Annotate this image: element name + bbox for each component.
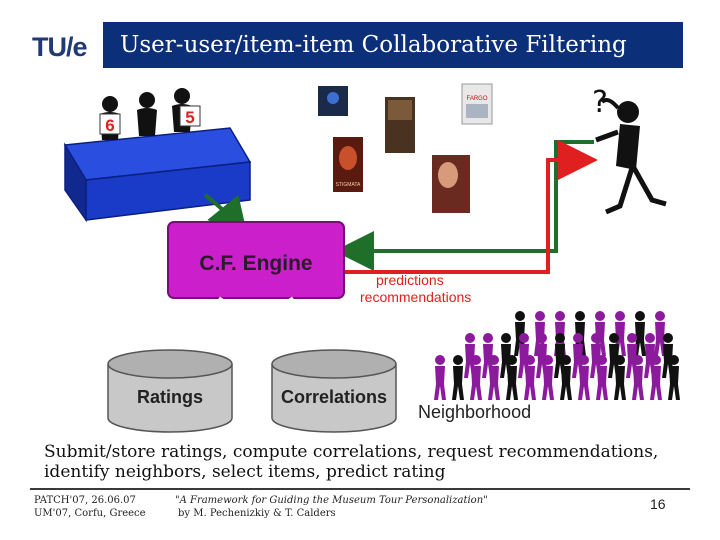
- neighborhood-label: Neighborhood: [418, 402, 531, 422]
- users-table-group: 6 5: [63, 88, 252, 223]
- rating-card: [179, 105, 201, 127]
- title-bar: [103, 22, 683, 68]
- neighborhood-crowd: [434, 311, 680, 400]
- neighbor-figure: [632, 355, 644, 400]
- tue-logo: TU/e: [32, 30, 98, 64]
- correlations-db-label: Correlations: [281, 387, 387, 407]
- ratings-database: Ratings: [107, 349, 233, 433]
- rating-value: 5: [185, 108, 194, 127]
- footer-paper-title: "A Framework for Guiding the Museum Tour…: [175, 495, 488, 506]
- neighbor-figure: [650, 355, 662, 400]
- neighbor-figure: [668, 355, 680, 400]
- footer-venue: PATCH'07, 26.06.07 UM'07, Corfu, Greece: [34, 494, 146, 520]
- cf-engine-box: [167, 221, 345, 299]
- neighbor-figure: [654, 311, 666, 356]
- neighbor-figure: [506, 355, 518, 400]
- logo-text: TU/e: [32, 32, 88, 62]
- neighbor-figure: [524, 355, 536, 400]
- question-mark: ?: [592, 85, 608, 120]
- neighbor-figure: [470, 355, 482, 400]
- rating-card: [99, 113, 121, 135]
- slide-caption: Submit/store ratings, compute correlatio…: [44, 442, 694, 482]
- caption-line: Submit/store ratings, compute correlatio…: [44, 442, 659, 462]
- engine-ratings-link: [187, 296, 225, 350]
- cf-engine-label: C.F. Engine: [199, 252, 312, 275]
- ratings-db-label: Ratings: [137, 387, 203, 407]
- footer-reference: "A Framework for Guiding the Museum Tour…: [175, 494, 488, 520]
- rating-value: 6: [105, 116, 114, 135]
- neighbor-figure: [614, 355, 626, 400]
- neighbor-figure: [560, 355, 572, 400]
- recommendation-arrow: [345, 140, 598, 274]
- user-figure: [137, 92, 157, 136]
- neighbor-figure: [488, 355, 500, 400]
- slide-title: User-user/item-item Collaborative Filter…: [120, 32, 627, 58]
- predictions-label: predictions: [376, 272, 444, 288]
- footer-authors: by M. Pechenizkiy & T. Calders: [178, 508, 336, 519]
- confused-user: ?: [592, 85, 667, 215]
- neighbor-figure: [596, 355, 608, 400]
- caption-line: identify neighbors, select items, predic…: [44, 462, 446, 482]
- correlations-database: Correlations: [271, 349, 397, 433]
- footer-divider: [30, 488, 690, 490]
- engine-correlations-link: [287, 296, 325, 350]
- poster-title: STIGMATA: [336, 182, 361, 188]
- neighbor-figure: [542, 355, 554, 400]
- footer-venue-line: PATCH'07, 26.06.07: [34, 495, 136, 506]
- page-number: 16: [650, 496, 666, 512]
- table-side: [64, 142, 87, 223]
- poster-title: FARGO: [466, 96, 487, 102]
- neighbor-figure: [434, 355, 446, 400]
- neighbor-figure: [578, 355, 590, 400]
- neighbor-figure: [452, 355, 464, 400]
- movie-posters: FARGO STIGMATA: [318, 83, 493, 213]
- neighbor-figure: [634, 311, 646, 356]
- footer-venue-line: UM'07, Corfu, Greece: [34, 508, 146, 519]
- recommendations-label: recommendations: [360, 289, 471, 305]
